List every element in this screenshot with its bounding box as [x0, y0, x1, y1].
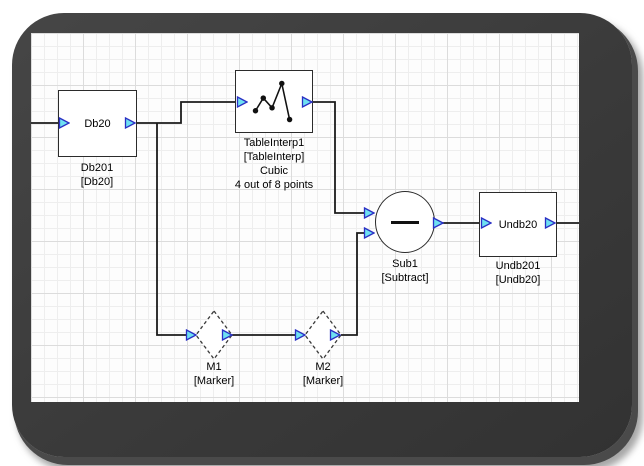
wire-layer	[31, 101, 579, 336]
port-arrow-icon	[124, 117, 136, 129]
marker-m1-instance: M1	[206, 361, 222, 373]
block-tableinterp-mode: Cubic	[259, 165, 289, 177]
block-undb20-instance: Undb201	[495, 260, 541, 272]
block-sub1-component: [Subtract]	[381, 272, 429, 284]
sub1-output-port[interactable]	[432, 217, 444, 229]
block-undb20-component: [Undb20]	[495, 274, 541, 286]
marker-m2-instance: M2	[315, 361, 331, 373]
port-arrow-icon	[236, 96, 248, 108]
block-db20-labels: Db201 [Db20]	[81, 161, 113, 189]
m2-output-port[interactable]	[329, 329, 341, 341]
port-arrow-icon	[363, 207, 375, 219]
port-arrow-icon	[294, 329, 306, 341]
undb20-input-port[interactable]	[480, 217, 492, 229]
dashed-diamond-icon	[304, 309, 342, 361]
port-arrow-icon	[301, 96, 313, 108]
block-tableinterp-component: [TableInterp]	[243, 151, 305, 163]
tableinterp-input-port[interactable]	[236, 96, 248, 108]
wire-db20-branch-to-m1[interactable]	[156, 123, 187, 336]
block-sub1-instance: Sub1	[392, 258, 418, 270]
minus-icon	[391, 220, 419, 224]
port-arrow-icon	[221, 329, 233, 341]
block-tableinterp-instance: TableInterp1	[243, 137, 305, 149]
wire-tableinterp-to-sub1-upper[interactable]	[313, 101, 364, 214]
port-arrow-icon	[363, 227, 375, 239]
wire-m2-to-sub1-lower[interactable]	[341, 232, 364, 336]
dashed-diamond-icon	[195, 309, 233, 361]
port-arrow-icon	[432, 217, 444, 229]
block-db20-component: [Db20]	[80, 176, 114, 188]
block-undb20[interactable]: Undb20	[479, 192, 557, 257]
m1-input-port[interactable]	[185, 329, 197, 341]
block-db20-title: Db20	[84, 117, 111, 130]
marker-m2-component: [Marker]	[302, 375, 344, 387]
undb20-output-port[interactable]	[544, 217, 556, 229]
block-undb20-title: Undb20	[498, 218, 538, 231]
port-arrow-icon	[185, 329, 197, 341]
wire-db20-to-tableinterp[interactable]	[137, 101, 236, 124]
marker-m2-labels: M2 [Marker]	[303, 360, 343, 388]
port-arrow-icon	[480, 217, 492, 229]
block-tableinterp-points: 4 out of 8 points	[234, 179, 314, 191]
port-arrow-icon	[58, 117, 70, 129]
block-tableinterp-labels: TableInterp1 [TableInterp] Cubic 4 out o…	[235, 136, 313, 192]
marker-m1[interactable]	[194, 309, 234, 361]
port-arrow-icon	[544, 217, 556, 229]
block-sub1[interactable]	[375, 191, 435, 253]
block-undb20-labels: Undb201 [Undb20]	[496, 259, 541, 287]
block-sub1-labels: Sub1 [Subtract]	[381, 257, 428, 285]
block-tableinterp[interactable]	[235, 70, 313, 133]
db20-output-port[interactable]	[124, 117, 136, 129]
port-arrow-icon	[329, 329, 341, 341]
marker-m1-component: [Marker]	[193, 375, 235, 387]
db20-input-port[interactable]	[58, 117, 70, 129]
schematic-canvas[interactable]: Db20 Db201 [Db20] TableInterp1 [TableInt…	[31, 33, 579, 402]
sub1-upper-input-port[interactable]	[363, 207, 375, 219]
marker-m2[interactable]	[303, 309, 343, 361]
tableinterp-output-port[interactable]	[301, 96, 313, 108]
block-db20[interactable]: Db20	[58, 90, 137, 157]
m2-input-port[interactable]	[294, 329, 306, 341]
sub1-lower-input-port[interactable]	[363, 227, 375, 239]
m1-output-port[interactable]	[221, 329, 233, 341]
interpolation-curve-icon	[252, 80, 293, 123]
marker-m1-labels: M1 [Marker]	[194, 360, 234, 388]
block-db20-instance: Db201	[80, 162, 114, 174]
